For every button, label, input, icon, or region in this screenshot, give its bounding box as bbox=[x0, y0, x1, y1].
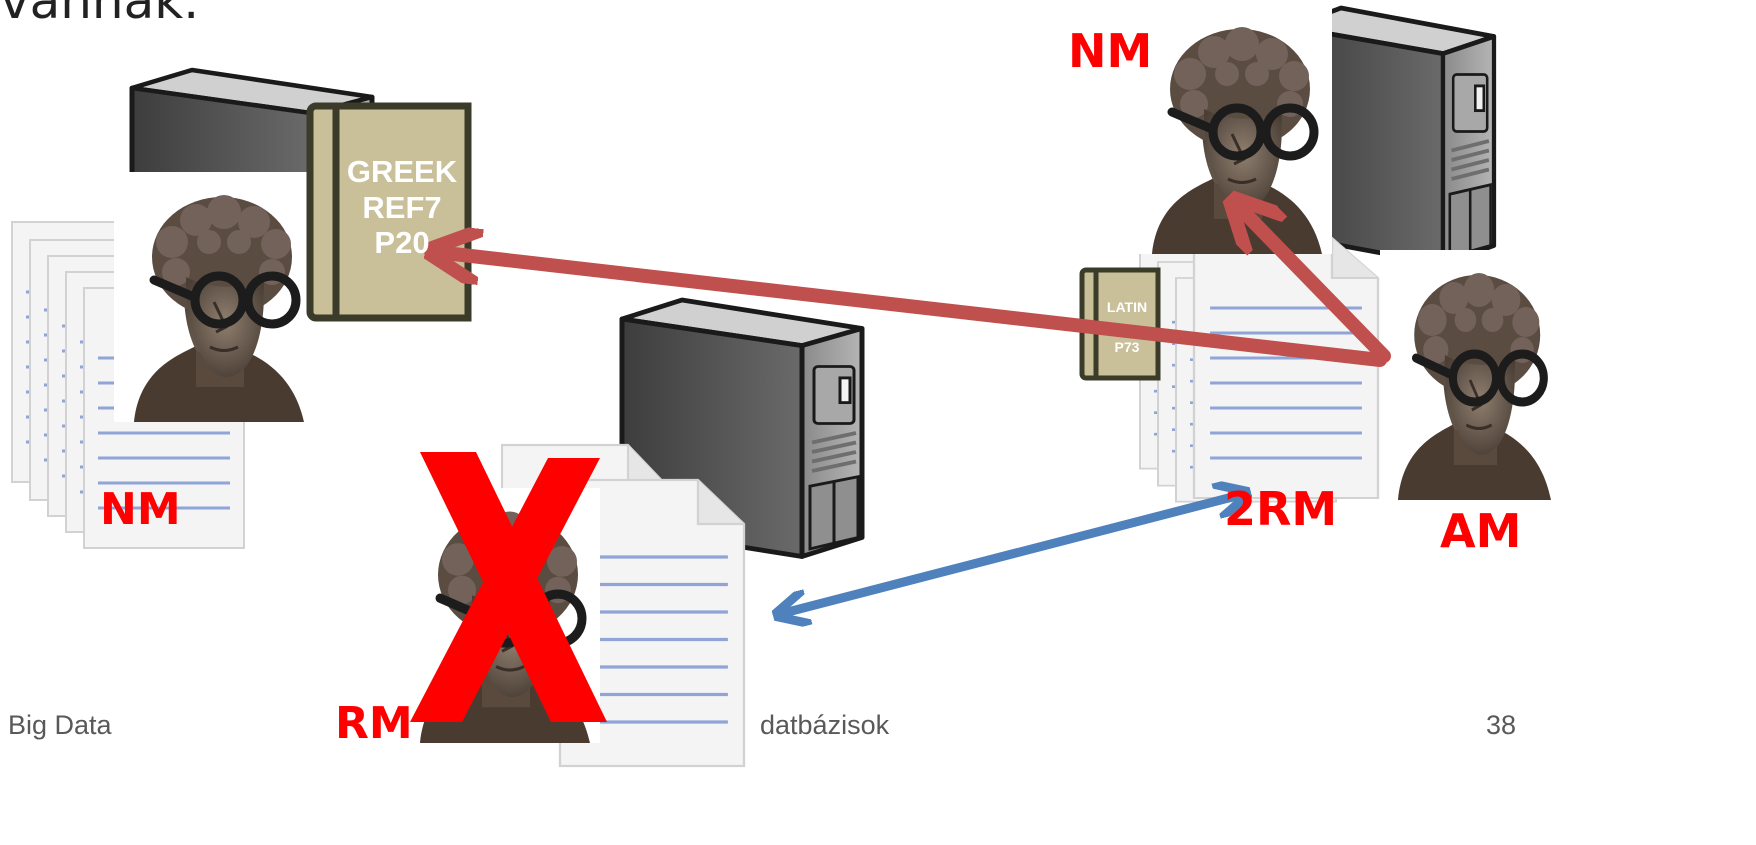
left-book-line-1: GREEK bbox=[346, 154, 458, 189]
failure-cross-icon bbox=[410, 452, 607, 722]
left-book-text: GREEK REF7 P20 bbox=[336, 154, 468, 261]
heading-fragment: vannak. bbox=[0, 0, 200, 30]
right-book-line-1: LATIN bbox=[1106, 299, 1148, 315]
left-node-label: NM bbox=[100, 484, 181, 535]
red-arrow-to-right-nm bbox=[1236, 204, 1391, 363]
left-book-line-3: P20 bbox=[374, 225, 430, 261]
far-right-bust-icon bbox=[1380, 250, 1560, 500]
red-arrow-to-left-book bbox=[436, 252, 1387, 367]
middle-node-label: RM bbox=[335, 698, 413, 749]
left-book-line-2: REF7 bbox=[362, 189, 442, 225]
right-bust-icon bbox=[1132, 4, 1332, 254]
right-top-node-label: NM bbox=[1068, 24, 1153, 78]
right-book-line-2 bbox=[1096, 317, 1158, 337]
footer-center: datbázisok bbox=[760, 710, 890, 740]
blue-double-arrow bbox=[780, 494, 1244, 614]
right-book-line-3: P73 bbox=[1114, 339, 1140, 356]
page-number: 38 bbox=[1486, 710, 1517, 740]
right-document-stack-icon bbox=[1138, 236, 1380, 504]
footer-left: Big Data bbox=[8, 710, 112, 740]
left-bust-icon bbox=[114, 172, 314, 422]
right-bottom-node-label: 2RM bbox=[1224, 482, 1338, 536]
far-right-node-label: AM bbox=[1440, 504, 1522, 558]
right-book-text: LATIN P73 bbox=[1096, 297, 1158, 358]
